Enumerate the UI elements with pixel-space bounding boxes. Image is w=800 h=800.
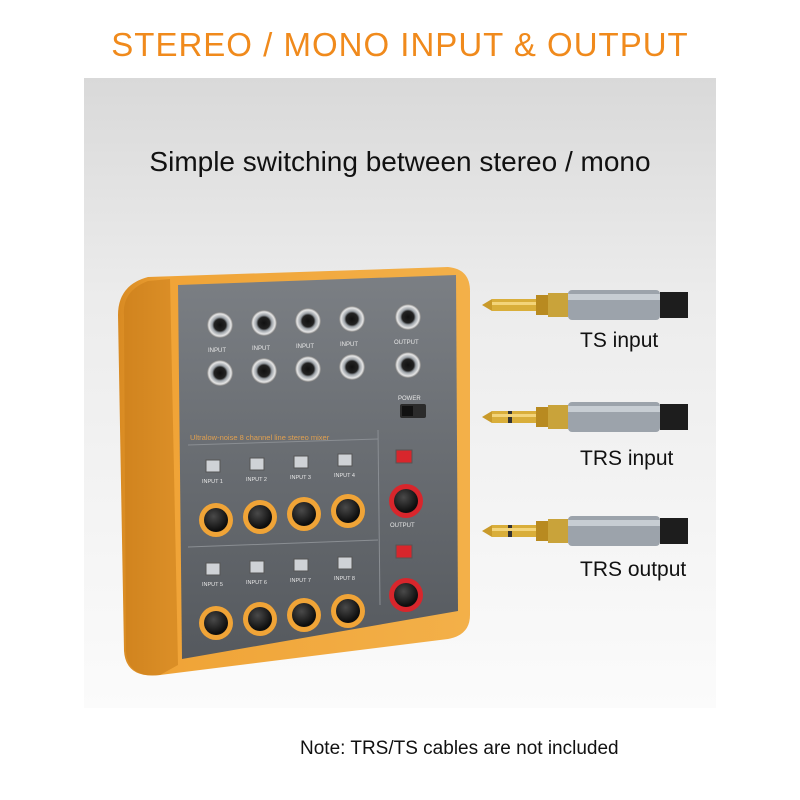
jack [251, 310, 277, 336]
volume-knob [204, 508, 228, 532]
trs-input-cable-icon [482, 402, 688, 432]
volume-knob [204, 611, 228, 635]
knobs-row-1 [199, 484, 423, 537]
cable-label-trs-input: TRS input [580, 447, 674, 470]
jack [339, 354, 365, 380]
volume-knob [336, 599, 360, 623]
input-labels-row-2: INPUT 5 INPUT 6 INPUT 7 INPUT 8 [202, 576, 355, 588]
jack [295, 356, 321, 382]
jack [207, 312, 233, 338]
mono-stereo-button [205, 459, 221, 473]
input-label: INPUT 7 [290, 578, 311, 584]
panel-title: Ultralow-noise 8 channel line stereo mix… [190, 433, 330, 442]
output2-mono-stereo-button [395, 544, 413, 559]
knobs-row-2 [199, 578, 423, 640]
output-mono-stereo-button [395, 449, 413, 464]
volume-knob [336, 499, 360, 523]
jack-label: INPUT [296, 344, 314, 350]
input-label: INPUT 6 [246, 580, 267, 586]
buttons-row-2 [205, 544, 413, 576]
jack-label: INPUT [252, 346, 270, 352]
input-label: INPUT 2 [246, 477, 267, 483]
jack [395, 304, 421, 330]
device-side-shade [123, 279, 178, 676]
jack [395, 352, 421, 378]
input-label: INPUT 1 [202, 479, 223, 485]
mono-stereo-button [249, 560, 265, 574]
volume-knob [248, 607, 272, 631]
jack-label: OUTPUT [394, 340, 419, 346]
volume-knob [292, 603, 316, 627]
input-label: INPUT 4 [334, 473, 355, 479]
output2-knob [394, 583, 418, 607]
input-labels-row-1: INPUT 1 INPUT 2 INPUT 3 INPUT 4 [202, 473, 355, 485]
jack-label: INPUT [340, 342, 358, 348]
volume-knob [292, 502, 316, 526]
buttons-row-1 [205, 449, 413, 473]
trs-output-cable-icon [482, 516, 688, 546]
mono-stereo-button [293, 455, 309, 469]
mono-stereo-button [249, 457, 265, 471]
jack-row-2 [207, 352, 421, 386]
jack [207, 360, 233, 386]
input-label: INPUT 8 [334, 576, 355, 582]
ts-cable-icon [482, 290, 688, 320]
jack [251, 358, 277, 384]
jack [339, 306, 365, 332]
jack-label: INPUT [208, 348, 226, 354]
mono-stereo-button [337, 556, 353, 570]
input-label: INPUT 5 [202, 582, 223, 588]
cable-label-trs-output: TRS output [580, 558, 687, 581]
mono-stereo-button [205, 562, 221, 576]
mixer-device: INPUT INPUT INPUT INPUT OUTPUT POWER Ult… [118, 267, 470, 676]
headline: STEREO / MONO INPUT & OUTPUT [111, 26, 689, 63]
input-label: INPUT 3 [290, 475, 311, 481]
footnote: Note: TRS/TS cables are not included [300, 738, 619, 759]
output-knob [394, 489, 418, 513]
device-faceplate [178, 275, 458, 659]
jack [295, 308, 321, 334]
cable-label-ts-input: TS input [580, 329, 659, 352]
output-label: OUTPUT [390, 523, 415, 529]
mono-stereo-button [293, 558, 309, 572]
subtitle: Simple switching between stereo / mono [149, 146, 651, 177]
mono-stereo-button [337, 453, 353, 467]
volume-knob [248, 505, 272, 529]
power-label: POWER [398, 396, 421, 402]
jack-row-1 [207, 304, 421, 338]
top-jack-labels: INPUT INPUT INPUT INPUT OUTPUT [208, 340, 419, 354]
